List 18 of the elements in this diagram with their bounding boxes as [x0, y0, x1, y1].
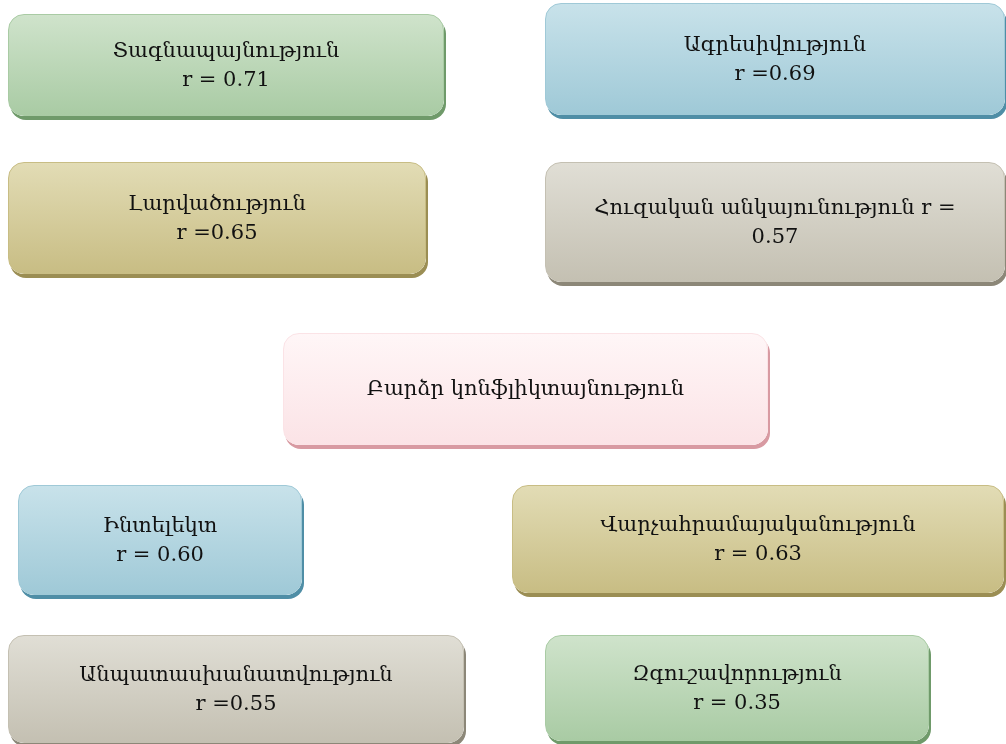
trait-label: Զգուշավորություն	[632, 659, 842, 687]
trait-label: Լարվածություն	[128, 189, 306, 217]
rounded-box	[8, 635, 464, 743]
trait-label: Բարձր կոնֆլիկտայնություն	[366, 375, 685, 403]
correlation-value: r =0.55	[195, 690, 277, 717]
correlation-value: r = 0.35	[693, 689, 781, 716]
correlation-value: r = 0.63	[714, 540, 802, 567]
rounded-box	[545, 635, 929, 741]
correlation-value: r = 0.71	[182, 66, 270, 93]
trait-label: Ագրեսիվություն	[683, 30, 867, 58]
correlation-value: r = 0.60	[116, 541, 204, 568]
correlation-value: r =0.69	[734, 60, 816, 87]
trait-label: Ինտելեկտ	[102, 511, 218, 539]
correlation-value: r =0.65	[176, 219, 258, 246]
trait-label: Տագնապայնություն	[112, 36, 340, 64]
trait-label: Անպատասխանատվություն	[79, 660, 393, 688]
trait-label: Վարչահրամայականություն	[600, 510, 916, 538]
trait-label: Հուզական անկայունություն r = 0.57	[593, 193, 957, 250]
